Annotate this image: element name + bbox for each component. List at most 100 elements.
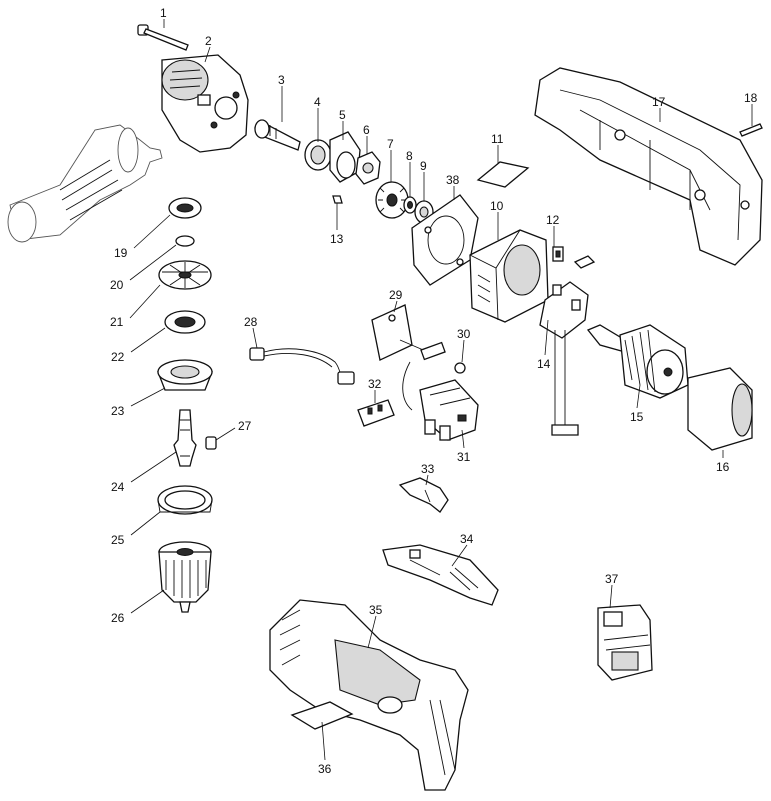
- part-label-6: 6: [363, 123, 370, 137]
- part-label-22: 22: [111, 350, 125, 364]
- part-label-31: 31: [457, 450, 471, 464]
- part-12-terminals: [552, 246, 596, 269]
- part-4-bearing: [304, 139, 332, 171]
- part-10-motor-housing: [469, 229, 549, 323]
- part-11-label: [476, 161, 530, 188]
- part-label-19: 19: [114, 246, 128, 260]
- part-35-housing-set: [269, 599, 469, 791]
- leader-34: [451, 544, 468, 567]
- part-30-screw: [454, 362, 466, 374]
- part-label-10: 10: [490, 199, 504, 213]
- part-33-clip: [398, 477, 449, 513]
- part-3-spindle: [254, 119, 301, 151]
- part-2-gear-housing: [161, 54, 249, 153]
- leader-26: [130, 589, 165, 614]
- part-label-21: 21: [110, 315, 124, 329]
- part-label-37: 37: [605, 572, 619, 586]
- part-label-36: 36: [318, 762, 332, 776]
- leader-29: [393, 300, 398, 313]
- part-26-chuck: [158, 541, 212, 613]
- part-label-5: 5: [339, 108, 346, 122]
- part-number-labels: 1 2 3 4 5 6 7 8 9 10 11 12 13 14 15 16 1…: [110, 6, 758, 776]
- leader-27: [215, 427, 236, 441]
- part-label-28: 28: [244, 315, 258, 329]
- part-24-spindle: [173, 409, 197, 467]
- part-1-screw: [137, 24, 189, 51]
- part-7-gear: [375, 181, 409, 219]
- part-37-cover: [597, 604, 653, 681]
- leader-36: [321, 721, 326, 761]
- part-label-12: 12: [546, 213, 560, 227]
- part-label-3: 3: [278, 73, 285, 87]
- part-32-switch-lever: [357, 399, 395, 427]
- leader-37: [609, 584, 613, 609]
- part-label-1: 1: [160, 6, 167, 20]
- part-31-switch: [402, 361, 479, 441]
- leader-23: [130, 387, 166, 407]
- part-13-pin: [332, 195, 343, 204]
- part-label-15: 15: [630, 410, 644, 424]
- leader-35: [367, 615, 377, 649]
- part-23-cap: [157, 359, 213, 391]
- part-label-35: 35: [369, 603, 383, 617]
- leader-14: [544, 319, 549, 356]
- part-label-26: 26: [111, 611, 125, 625]
- part-28-lead-wire: [249, 347, 355, 385]
- part-label-16: 16: [716, 460, 730, 474]
- leader-20: [129, 244, 177, 281]
- leader-25: [130, 511, 161, 536]
- leader-22: [130, 327, 166, 353]
- part-25-ring: [157, 485, 213, 515]
- part-19-bearing: [168, 197, 202, 219]
- part-27-key: [205, 436, 217, 450]
- part-22-bearing: [164, 310, 206, 334]
- leader-28: [252, 327, 258, 349]
- part-label-4: 4: [314, 95, 321, 109]
- part-label-8: 8: [406, 149, 413, 163]
- part-label-2: 2: [205, 34, 212, 48]
- leader-21: [129, 284, 161, 319]
- part-label-38: 38: [446, 173, 460, 187]
- part-drawings: [7, 24, 763, 791]
- side-handle-outline: [7, 124, 163, 243]
- part-label-24: 24: [111, 480, 125, 494]
- part-34-slide-switch: [382, 544, 499, 606]
- part-label-32: 32: [368, 377, 382, 391]
- part-label-23: 23: [111, 404, 125, 418]
- part-label-14: 14: [537, 357, 551, 371]
- leader-15: [636, 384, 641, 409]
- part-15-armature: [586, 324, 689, 399]
- part-18-screw: [739, 123, 763, 137]
- part-label-18: 18: [744, 91, 758, 105]
- part-label-17: 17: [652, 95, 666, 109]
- leader-33: [425, 474, 429, 486]
- part-5-sleeve: [329, 131, 361, 183]
- leader-lines: [129, 19, 753, 761]
- part-20-washer: [175, 235, 195, 247]
- part-36-label: [290, 701, 354, 730]
- part-29-circuit-board: [371, 304, 446, 361]
- part-label-33: 33: [421, 462, 435, 476]
- part-16-field: [687, 367, 753, 451]
- part-17-housing: [534, 67, 763, 266]
- part-label-29: 29: [389, 288, 403, 302]
- part-label-34: 34: [460, 532, 474, 546]
- leader-30: [461, 339, 465, 363]
- part-label-11: 11: [491, 132, 504, 146]
- part-6-nut: [355, 151, 381, 185]
- part-14-brush-holder: [539, 281, 589, 436]
- part-8-ring: [403, 196, 417, 214]
- leader-24: [130, 451, 177, 483]
- leader-31: [461, 429, 465, 449]
- leader-19: [133, 214, 171, 249]
- part-label-7: 7: [387, 137, 394, 151]
- part-label-30: 30: [457, 327, 471, 341]
- part-label-25: 25: [111, 533, 125, 547]
- part-label-9: 9: [420, 159, 427, 173]
- part-21-bevel-gear: [158, 260, 212, 290]
- part-label-20: 20: [110, 278, 124, 292]
- leader-2: [204, 46, 211, 63]
- part-label-13: 13: [330, 232, 344, 246]
- part-label-27: 27: [238, 419, 252, 433]
